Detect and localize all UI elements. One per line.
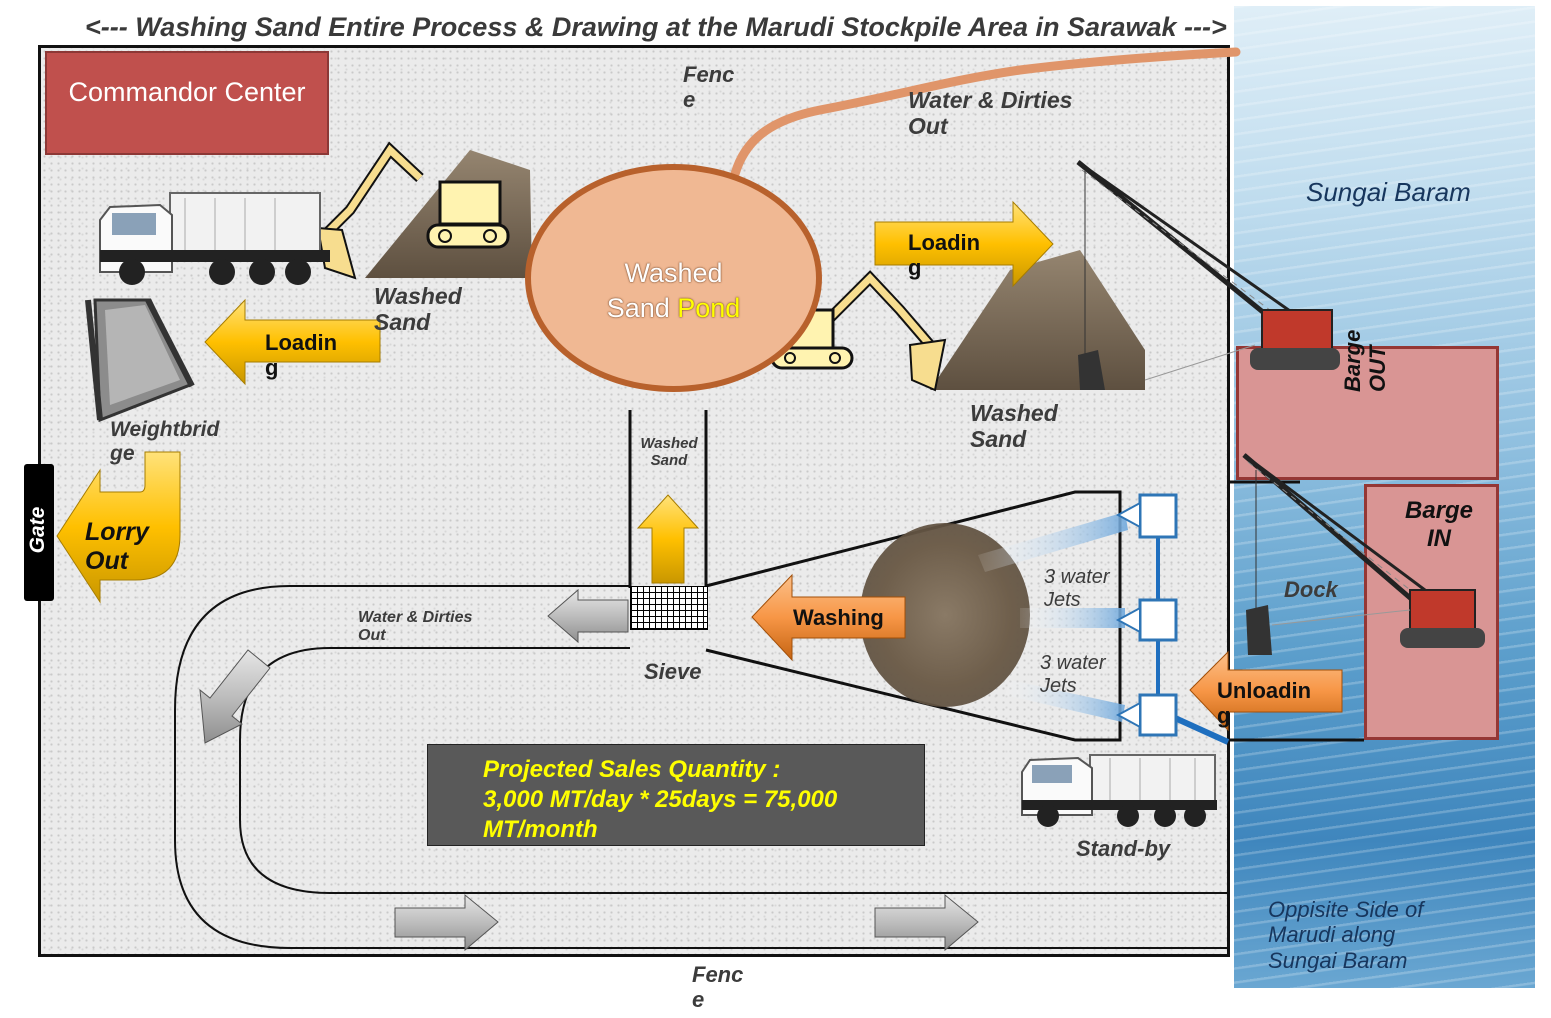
standby-label: Stand-by (1076, 836, 1171, 861)
projected-line1: Projected Sales Quantity : (483, 756, 781, 783)
crane-icon (1242, 453, 1485, 655)
fence-label-bottom: Fenc e (692, 962, 744, 1013)
page-title: <--- Washing Sand Entire Process & Drawi… (85, 12, 1227, 42)
barge-in-label: Barge IN (1404, 497, 1474, 552)
commandor-center: Commandor Center (45, 51, 329, 155)
commandor-center-label: Commandor Center (68, 77, 306, 107)
water-jet-nozzle (1115, 493, 1178, 539)
discharge-pipe (730, 47, 1241, 179)
pond-label: Washed Sand Pond (531, 256, 816, 326)
sieve-grid (630, 586, 708, 630)
unloading-arrow (1189, 650, 1343, 732)
projected-line2: 3,000 MT/day * 25days = 75,000 (483, 786, 838, 813)
crane-icon (1076, 160, 1340, 390)
projected-sales-text: Projected Sales Quantity : 3,000 MT/day … (483, 755, 903, 845)
lorry-out-label: Lorry Out (85, 518, 149, 575)
washed-sand-left: Washed Sand (374, 283, 462, 336)
projected-line3: MT/month (483, 816, 598, 843)
water-jet-nozzle (1115, 598, 1178, 642)
flow-arrow-right (874, 893, 979, 952)
flow-arrow-down (199, 649, 271, 744)
gate-label: Gate (26, 506, 49, 554)
water-dirties-out-bottom: Water & Dirties Out (358, 609, 473, 645)
excavator-icon (316, 141, 510, 280)
water-jets-label-upper: 3 water Jets (1044, 566, 1110, 611)
pond-label-line1: Washed (624, 258, 723, 288)
dock-label: Dock (1284, 577, 1338, 602)
fence-label-top: Fenc e (683, 62, 735, 113)
loading-label-right: Loadin g (908, 230, 981, 281)
washing-arrow (751, 573, 906, 662)
water-jets-label-lower: 3 water Jets (1040, 652, 1106, 697)
washed-sand-right: Washed Sand (970, 400, 1058, 453)
washed-sand-pond: Washed Sand Pond (525, 164, 822, 392)
weightbridge-label: Weightbrid ge (110, 418, 220, 466)
dump-truck-icon (1021, 754, 1217, 827)
weightbridge-icon (85, 298, 195, 423)
water-dirties-out-top: Water & Dirties Out (908, 87, 1073, 140)
loading-arrow-right (874, 200, 1054, 288)
river-name-label: Sungai Baram (1306, 177, 1471, 207)
lorry-out-arrow (56, 451, 181, 604)
road-outer (174, 585, 1230, 949)
gate: Gate (24, 464, 54, 601)
loading-label-left: Loadin g (265, 330, 338, 381)
road-inner (239, 647, 1230, 894)
unloading-label: Unloadin g (1217, 678, 1312, 729)
washing-label: Washing (793, 605, 884, 630)
flow-arrow-right (394, 893, 499, 952)
washed-sand-up-arrow (636, 494, 700, 584)
dump-truck-icon (99, 192, 330, 285)
projected-sales-box: Projected Sales Quantity : 3,000 MT/day … (427, 744, 925, 846)
water-jet-icon (1005, 680, 1125, 722)
water-jet-icon (1020, 608, 1125, 628)
loading-arrow-left (204, 298, 381, 386)
opposite-side-label: Oppisite Side of Marudi along Sungai Bar… (1268, 897, 1424, 973)
barge-out-label: Barge OUT (1340, 329, 1391, 392)
pond-label-line2b: Pond (677, 293, 741, 324)
flow-arrow-left (547, 588, 629, 644)
sieve-label: Sieve (644, 659, 702, 684)
water-jet-nozzle (1115, 693, 1178, 737)
washed-sand-channel-label: Washed Sand (640, 435, 698, 470)
water-jet-icon (978, 512, 1128, 572)
pond-label-line2a: Sand (606, 293, 678, 324)
